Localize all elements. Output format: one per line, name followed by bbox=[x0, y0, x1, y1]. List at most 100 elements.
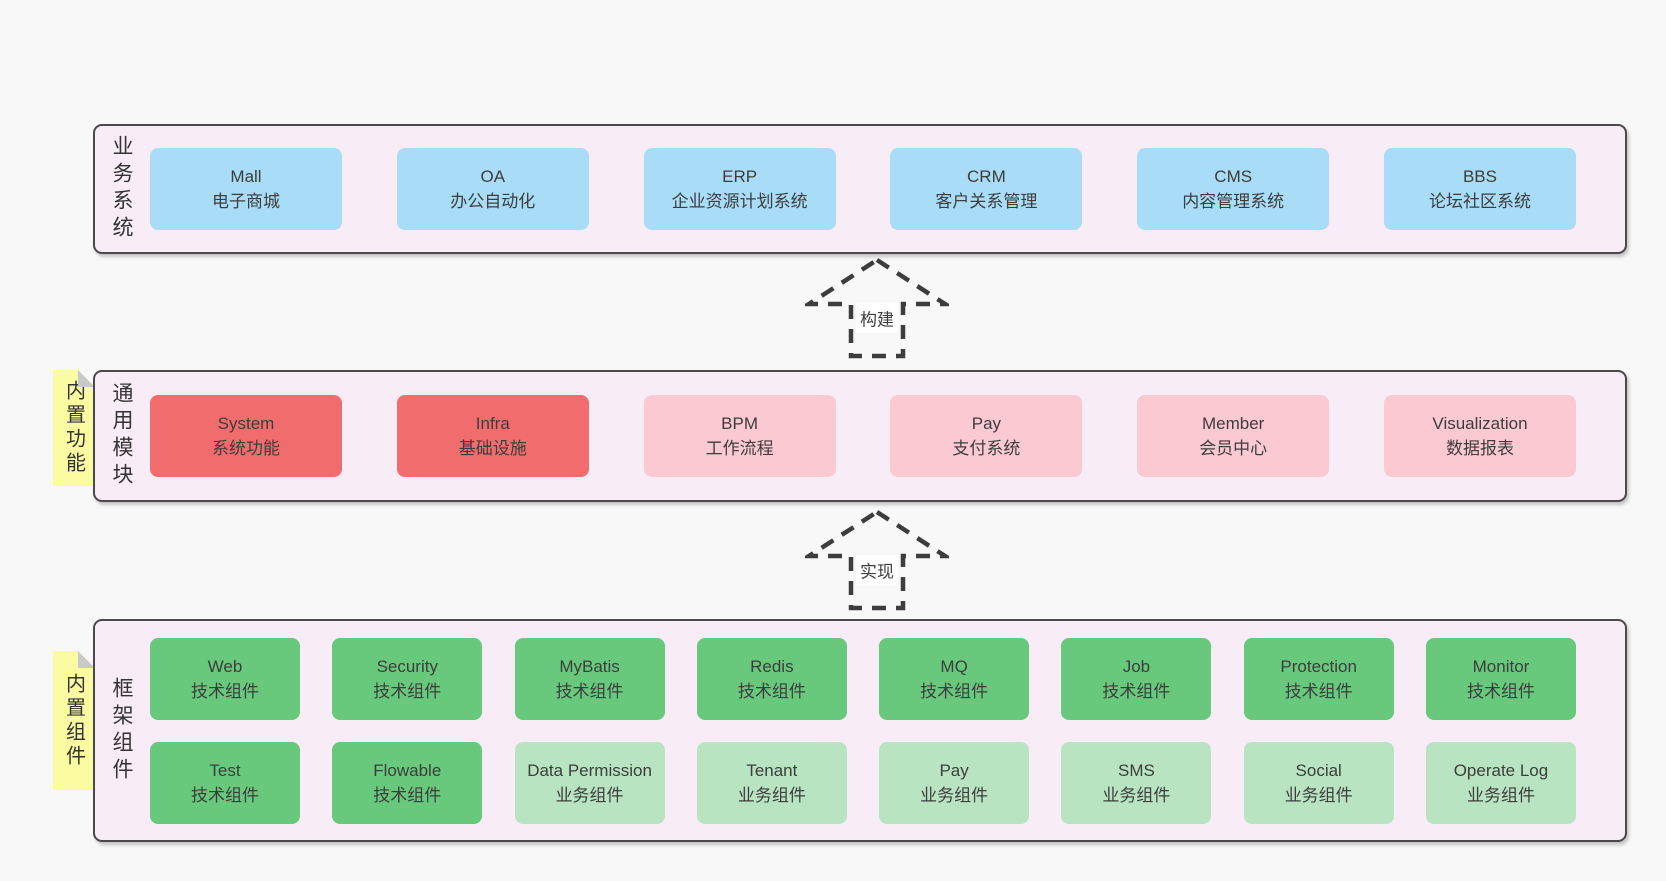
panel-title: 业务系统 bbox=[110, 135, 133, 243]
box-member: Member 会员中心 bbox=[1137, 395, 1330, 477]
box-subtitle-zh: 工作流程 bbox=[705, 439, 774, 458]
box-subtitle-zh: 论坛社区系统 bbox=[1428, 192, 1531, 211]
panel-business-systems: 业务系统 Mall 电子商城 OA 办公自动化 ERP 企业资源计划系统 CRM 客户关系管理… bbox=[93, 124, 1627, 254]
box-title-en: BBS bbox=[1462, 167, 1497, 186]
box-visualization: Visualization 数据报表 bbox=[1383, 395, 1576, 477]
box-subtitle-zh: 基础设施 bbox=[458, 439, 527, 458]
box-subtitle-zh: 数据报表 bbox=[1445, 439, 1514, 458]
box-title-en: Data Permission bbox=[527, 760, 652, 780]
box-title-en: Flowable bbox=[373, 760, 442, 780]
box-title-en: MyBatis bbox=[559, 656, 620, 676]
box-title-en: MQ bbox=[940, 656, 968, 676]
box-subtitle-zh: 会员中心 bbox=[1199, 439, 1268, 458]
box-title-en: Web bbox=[207, 656, 243, 676]
box-title-en: Member bbox=[1202, 414, 1265, 433]
box-erp: ERP 企业资源计划系统 bbox=[643, 148, 836, 230]
box-subtitle-zh: 业务组件 bbox=[737, 785, 806, 805]
arrow-label: 构建 bbox=[856, 303, 898, 333]
box-oa: OA 办公自动化 bbox=[396, 148, 589, 230]
box-crm: CRM 客户关系管理 bbox=[890, 148, 1083, 230]
sticky-tab-built-in-components: 内置组件 bbox=[53, 651, 95, 790]
box-title-en: CMS bbox=[1214, 167, 1253, 186]
box-title-en: BPM bbox=[721, 414, 759, 433]
box-subtitle-zh: 技术组件 bbox=[191, 785, 259, 805]
box-title-en: Mall bbox=[230, 167, 262, 186]
box-subtitle-zh: 系统功能 bbox=[212, 439, 280, 458]
box-title-en: Operate Log bbox=[1453, 760, 1549, 780]
box-subtitle-zh: 技术组件 bbox=[555, 681, 624, 701]
box-subtitle-zh: 技术组件 bbox=[1102, 681, 1171, 701]
dashed-up-arrow: 构建 bbox=[805, 256, 949, 360]
box-subtitle-zh: 支付系统 bbox=[952, 439, 1021, 458]
box-mall: Mall 电子商城 bbox=[150, 148, 342, 230]
box-operate-log: Operate Log 业务组件 bbox=[1425, 741, 1576, 824]
box-subtitle-zh: 技术组件 bbox=[373, 681, 442, 701]
panel-common-modules: 通用模块 System 系统功能 Infra 基础设施 BPM 工作流程 Pay 支付系统 Me… bbox=[93, 370, 1627, 502]
box-subtitle-zh: 业务组件 bbox=[1102, 785, 1171, 805]
box-subtitle-zh: 业务组件 bbox=[1466, 785, 1535, 805]
box-monitor: Monitor 技术组件 bbox=[1425, 637, 1576, 720]
box-subtitle-zh: 企业资源计划系统 bbox=[671, 192, 808, 211]
box-test: Test 技术组件 bbox=[150, 741, 300, 824]
box-title-en: Security bbox=[376, 656, 438, 676]
box-title-en: CRM bbox=[967, 167, 1006, 186]
box-subtitle-zh: 办公自动化 bbox=[450, 192, 536, 211]
box-title-en: Infra bbox=[475, 414, 510, 433]
box-web: Web 技术组件 bbox=[150, 637, 300, 720]
box-subtitle-zh: 客户关系管理 bbox=[935, 192, 1038, 211]
up-arrow-icon bbox=[805, 257, 949, 359]
box-title-en: Monitor bbox=[1472, 656, 1530, 676]
box-title-en: Visualization bbox=[1432, 414, 1528, 433]
box-data-permission: Data Permission 业务组件 bbox=[514, 741, 665, 824]
box-sms: SMS 业务组件 bbox=[1061, 741, 1212, 824]
box-subtitle-zh: 内容管理系统 bbox=[1182, 192, 1285, 211]
panel-content: Mall 电子商城 OA 办公自动化 ERP 企业资源计划系统 CRM 客户关系管理 CMS 内容… bbox=[150, 126, 1576, 252]
arrow-label: 实现 bbox=[856, 555, 898, 585]
dashed-up-arrow: 实现 bbox=[805, 508, 949, 612]
box-title-en: System bbox=[217, 414, 275, 433]
module-row: Mall 电子商城 OA 办公自动化 ERP 企业资源计划系统 CRM 客户关系管理 CMS 内容… bbox=[150, 148, 1576, 230]
box-flowable: Flowable 技术组件 bbox=[332, 741, 483, 824]
box-title-en: Redis bbox=[750, 656, 794, 676]
sticky-tab-label: 内置组件 bbox=[62, 672, 85, 769]
box-subtitle-zh: 业务组件 bbox=[555, 785, 624, 805]
up-arrow-icon bbox=[805, 509, 949, 611]
box-title-en: Pay bbox=[971, 414, 1002, 433]
box-title-en: OA bbox=[480, 167, 506, 186]
box-social: Social 业务组件 bbox=[1243, 741, 1394, 824]
box-subtitle-zh: 技术组件 bbox=[1466, 681, 1535, 701]
box-title-en: Tenant bbox=[746, 760, 798, 780]
box-subtitle-zh: 技术组件 bbox=[191, 681, 259, 701]
box-title-en: Test bbox=[209, 760, 241, 780]
box-redis: Redis 技术组件 bbox=[696, 637, 847, 720]
box-mybatis: MyBatis 技术组件 bbox=[514, 637, 665, 720]
box-title-en: Pay bbox=[939, 760, 969, 780]
box-subtitle-zh: 技术组件 bbox=[373, 785, 442, 805]
box-security: Security 技术组件 bbox=[332, 637, 483, 720]
box-cms: CMS 内容管理系统 bbox=[1137, 148, 1330, 230]
sticky-tab-built-in-features: 内置功能 bbox=[53, 370, 95, 486]
box-title-en: Social bbox=[1295, 760, 1342, 780]
box-bbs: BBS 论坛社区系统 bbox=[1383, 148, 1576, 230]
panel-title: 框架组件 bbox=[110, 676, 133, 785]
box-pay: Pay 业务组件 bbox=[879, 741, 1030, 824]
box-pay: Pay 支付系统 bbox=[890, 395, 1083, 477]
box-job: Job 技术组件 bbox=[1061, 637, 1212, 720]
box-subtitle-zh: 业务组件 bbox=[920, 785, 989, 805]
panel-content: System 系统功能 Infra 基础设施 BPM 工作流程 Pay 支付系统 Member 会… bbox=[150, 372, 1576, 500]
box-title-en: SMS bbox=[1117, 760, 1155, 780]
box-title-en: Job bbox=[1122, 656, 1151, 676]
panel-title: 通用模块 bbox=[110, 382, 133, 490]
box-subtitle-zh: 电子商城 bbox=[212, 192, 280, 211]
box-subtitle-zh: 业务组件 bbox=[1284, 785, 1353, 805]
box-bpm: BPM 工作流程 bbox=[643, 395, 836, 477]
box-title-en: ERP bbox=[722, 167, 758, 186]
sticky-tab-label: 内置功能 bbox=[62, 380, 85, 476]
box-subtitle-zh: 技术组件 bbox=[737, 681, 806, 701]
